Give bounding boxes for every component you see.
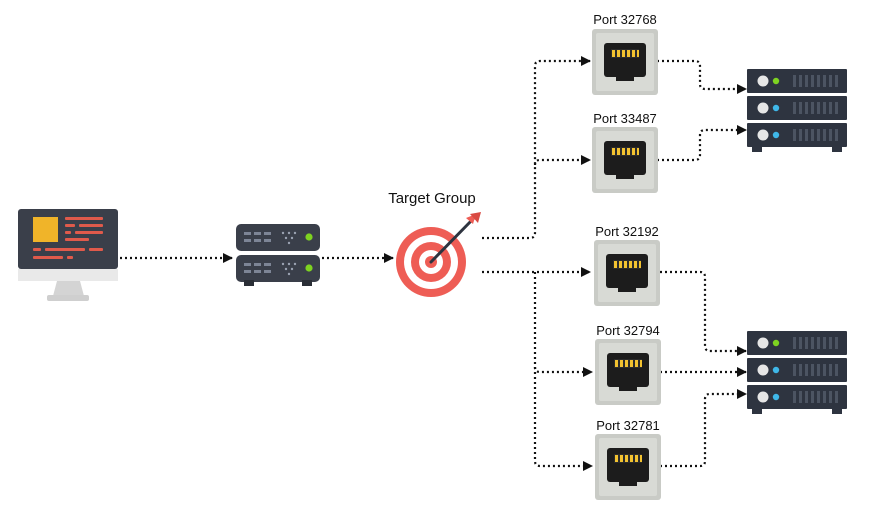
connector-port-32781-to-server-b bbox=[660, 389, 747, 468]
port-label: Port 32768 bbox=[593, 12, 657, 27]
load-balancer-server-icon bbox=[236, 224, 320, 286]
port-label: Port 32781 bbox=[596, 418, 660, 433]
ethernet-port-icon bbox=[592, 29, 658, 95]
port-32768: Port 32768 bbox=[592, 12, 658, 95]
port-33487: Port 33487 bbox=[592, 111, 658, 193]
ethernet-port-icon bbox=[594, 240, 660, 306]
port-32794: Port 32794 bbox=[595, 323, 661, 405]
port-label: Port 32192 bbox=[595, 224, 659, 239]
port-32192: Port 32192 bbox=[594, 224, 660, 306]
ethernet-port-icon bbox=[592, 127, 658, 193]
connections bbox=[120, 56, 747, 471]
desktop-monitor-icon bbox=[18, 209, 118, 301]
connector-tg-to-port-32768 bbox=[482, 56, 591, 240]
target-group-label: Target Group bbox=[388, 190, 476, 207]
connector-port-33487-to-server-a bbox=[657, 125, 747, 162]
ethernet-port-icon bbox=[595, 434, 661, 500]
target-icon bbox=[396, 212, 481, 297]
server-rack-icon bbox=[747, 331, 847, 414]
connector-tg-to-port-32781 bbox=[533, 367, 593, 471]
ethernet-port-icon bbox=[595, 339, 661, 405]
server-rack-icon bbox=[747, 69, 847, 152]
port-label: Port 32794 bbox=[596, 323, 660, 338]
connector-tg-to-port-32794 bbox=[533, 272, 593, 377]
port-32781: Port 32781 bbox=[595, 418, 661, 500]
connector-port-32768-to-server-a bbox=[657, 59, 747, 94]
connector-tg-to-port-33487 bbox=[533, 155, 591, 166]
port-label: Port 33487 bbox=[593, 111, 657, 126]
connector-port-32192-to-server-b bbox=[660, 270, 747, 356]
